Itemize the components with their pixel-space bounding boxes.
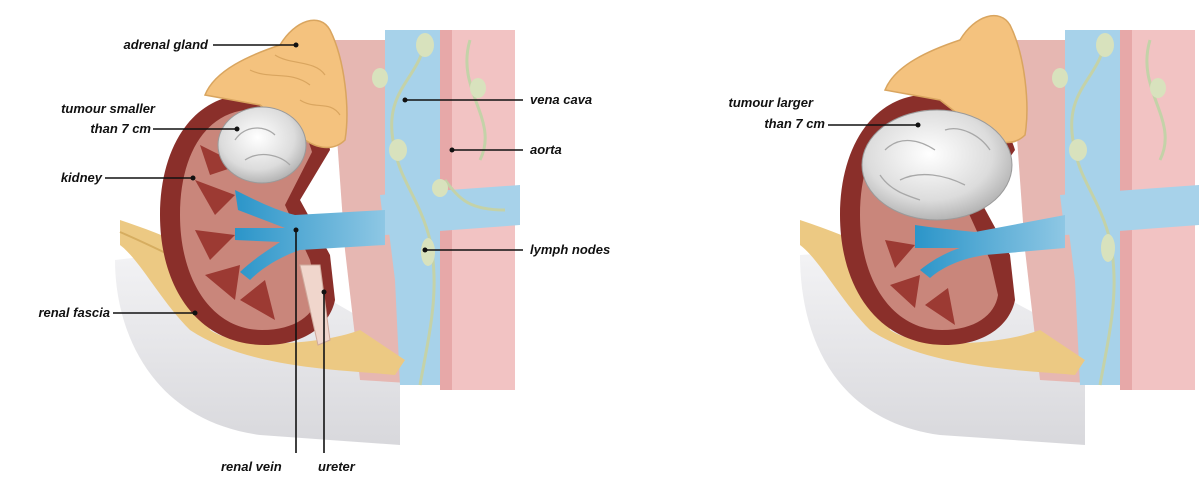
- label-lymph-nodes: lymph nodes: [530, 241, 610, 258]
- label-renal-fascia: renal fascia: [38, 304, 110, 321]
- small-tumour: [218, 107, 306, 183]
- label-tumour-small-line2: than 7 cm: [90, 120, 151, 137]
- label-tumour-small-line1: tumour smaller: [61, 100, 155, 117]
- large-tumour: [862, 110, 1012, 220]
- label-kidney: kidney: [61, 169, 102, 186]
- label-tumour-large-line1: tumour larger: [728, 94, 813, 111]
- label-renal-vein: renal vein: [221, 458, 282, 475]
- right-illustration: [800, 16, 1199, 445]
- label-vena-cava: vena cava: [530, 91, 592, 108]
- label-adrenal-gland: adrenal gland: [123, 36, 208, 53]
- left-illustration: [115, 20, 520, 445]
- label-tumour-large-line2: than 7 cm: [764, 115, 825, 132]
- label-ureter: ureter: [318, 458, 355, 475]
- label-aorta: aorta: [530, 141, 562, 158]
